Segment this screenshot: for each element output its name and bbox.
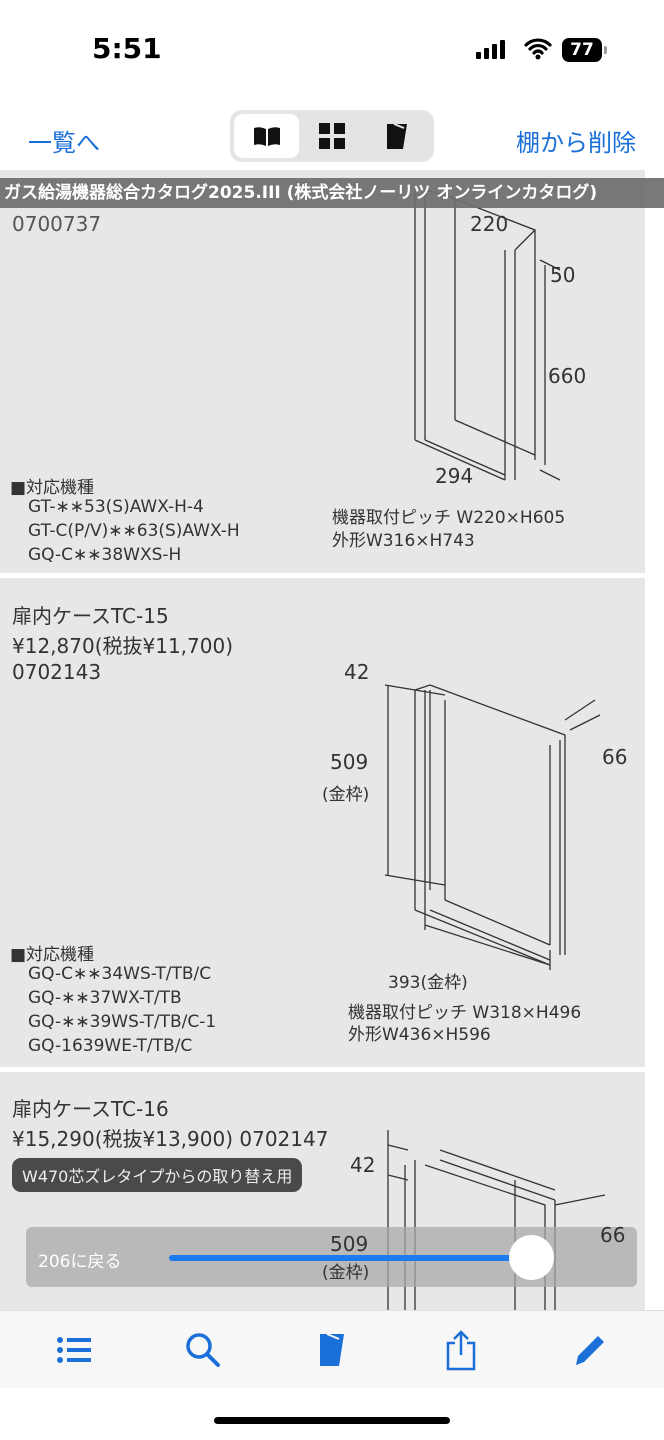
dim-note: (金枠) — [322, 1263, 370, 1283]
model: GQ-1639WE-T/TB/C — [28, 1036, 193, 1056]
battery-icon: 77 — [562, 38, 602, 62]
page-slider[interactable]: 206に戻る — [26, 1227, 637, 1287]
divider — [0, 573, 645, 578]
model: GQ-C∗∗38WXS-H — [28, 545, 182, 565]
models-title: ■対応機種 — [10, 945, 95, 965]
model: GQ-∗∗39WS-T/TB/C-1 — [28, 1012, 217, 1032]
models-title: ■対応機種 — [10, 478, 95, 498]
bookmark-icon — [319, 1332, 344, 1366]
product-name: 扉内ケースTC-16 — [12, 1097, 169, 1121]
model: GT-∗∗53(S)AWX-H-4 — [28, 497, 204, 517]
product-name: 扉内ケースTC-15 — [12, 604, 169, 628]
share-icon — [446, 1329, 476, 1370]
search-icon — [186, 1332, 221, 1367]
view-mode-segmented-control — [230, 110, 434, 162]
annotate-button[interactable] — [565, 1325, 615, 1375]
list-icon — [57, 1336, 92, 1363]
home-indicator[interactable] — [214, 1417, 450, 1424]
case-diagram-1 — [414, 189, 561, 481]
item-code-partial: 0700737 — [12, 212, 102, 236]
outer-size: 外形W316×H743 — [332, 531, 475, 551]
return-to-page-label[interactable]: 206に戻る — [38, 1252, 122, 1272]
back-to-list-button[interactable]: 一覧へ — [28, 129, 100, 157]
signal-icon — [476, 40, 505, 59]
grid-icon — [318, 123, 345, 149]
dim-220: 220 — [470, 212, 509, 236]
dim-note: (金枠) — [322, 785, 370, 805]
dim-509: 509 — [330, 750, 369, 774]
book-view-button[interactable] — [234, 114, 300, 158]
remove-from-shelf-button[interactable]: 棚から削除 — [516, 129, 636, 157]
divider — [0, 1067, 645, 1072]
share-button[interactable] — [436, 1325, 486, 1375]
status-bar: 5:51 77 — [0, 0, 664, 95]
dim-509: 509 — [330, 1232, 369, 1256]
wifi-icon — [524, 38, 552, 60]
mount-pitch: 機器取付ピッチ W318×H496 — [348, 1003, 582, 1023]
book-icon — [253, 127, 280, 146]
dim-66: 66 — [602, 745, 628, 769]
dim-393: 393(金枠) — [388, 973, 468, 993]
slider-track[interactable] — [169, 1255, 521, 1261]
catalog-title-banner: ガス給湯機器総合カタログ2025.III (株式会社ノーリツ オンラインカタログ… — [0, 178, 664, 208]
model: GQ-C∗∗34WS-T/TB/C — [28, 964, 212, 984]
nav-bar: 一覧へ 棚から削除 — [0, 95, 664, 178]
catalog-page[interactable]: 0700737 220 50 660 294 ■対応機種 GT-∗∗53(S)A… — [0, 170, 645, 1310]
clock: 5:51 — [92, 32, 162, 65]
grid-view-button[interactable] — [299, 114, 364, 158]
pencil-icon — [575, 1335, 604, 1365]
dim-66: 66 — [600, 1223, 626, 1247]
model: GQ-∗∗37WX-T/TB — [28, 988, 182, 1008]
product-price: ¥12,870(税抜¥11,700) — [12, 634, 234, 658]
product-price-code: ¥15,290(税抜¥13,900) 0702147 — [12, 1127, 329, 1151]
bookmark-button[interactable] — [307, 1325, 357, 1375]
battery-tip — [604, 46, 607, 54]
product-code: 0702143 — [12, 660, 102, 684]
outer-size: 外形W436×H596 — [348, 1025, 491, 1045]
search-button[interactable] — [178, 1325, 228, 1375]
bookmark-page-icon — [387, 123, 408, 149]
slider-thumb[interactable] — [509, 1235, 554, 1280]
toc-button[interactable] — [49, 1325, 99, 1375]
bookmark-view-button[interactable] — [365, 114, 430, 158]
case-diagram-2 — [384, 684, 601, 970]
dim-660: 660 — [548, 364, 587, 388]
replacement-tag: W470芯ズレタイプからの取り替え用 — [12, 1158, 303, 1192]
model: GT-C(P/V)∗∗63(S)AWX-H — [28, 521, 240, 541]
dim-42: 42 — [350, 1153, 376, 1177]
bottom-toolbar — [0, 1310, 664, 1388]
dim-50: 50 — [550, 263, 576, 287]
dim-294: 294 — [435, 464, 474, 488]
dim-42: 42 — [344, 660, 370, 684]
mount-pitch: 機器取付ピッチ W220×H605 — [332, 508, 566, 528]
